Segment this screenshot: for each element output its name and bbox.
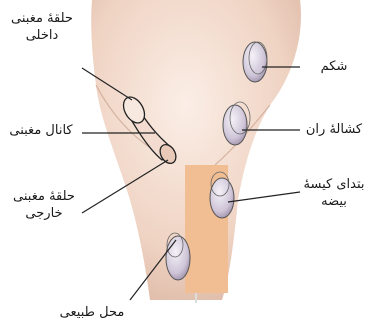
label-external-ring-line1: حلقهٔ مغبنی xyxy=(10,188,78,205)
label-scrotum-entrance: بتدای کیسهٔ بیضه xyxy=(302,176,366,210)
label-internal-ring-line1: حلقهٔ مغبنی xyxy=(8,10,76,27)
label-scrotum-entrance-line2: بیضه xyxy=(302,193,366,210)
testis-scrotum-entrance xyxy=(210,178,234,218)
label-external-ring: حلقهٔ مغبنی خارجی xyxy=(10,188,78,222)
label-groin: کشالهٔ ران xyxy=(302,121,366,138)
label-internal-ring-line2: داخلی xyxy=(8,27,76,44)
label-internal-ring: حلقهٔ مغبنی داخلی xyxy=(8,10,76,44)
label-scrotum-entrance-line1: بتدای کیسهٔ xyxy=(302,176,366,193)
testis-groin xyxy=(223,105,247,145)
label-external-ring-line2: خارجی xyxy=(10,205,78,222)
testis-normal-position xyxy=(166,236,190,280)
label-inguinal-canal: کانال مغبنی xyxy=(4,122,78,139)
testis-abdomen xyxy=(243,42,267,82)
label-abdomen: شکم xyxy=(306,58,362,75)
label-normal-position: محل طبیعی xyxy=(55,304,129,321)
